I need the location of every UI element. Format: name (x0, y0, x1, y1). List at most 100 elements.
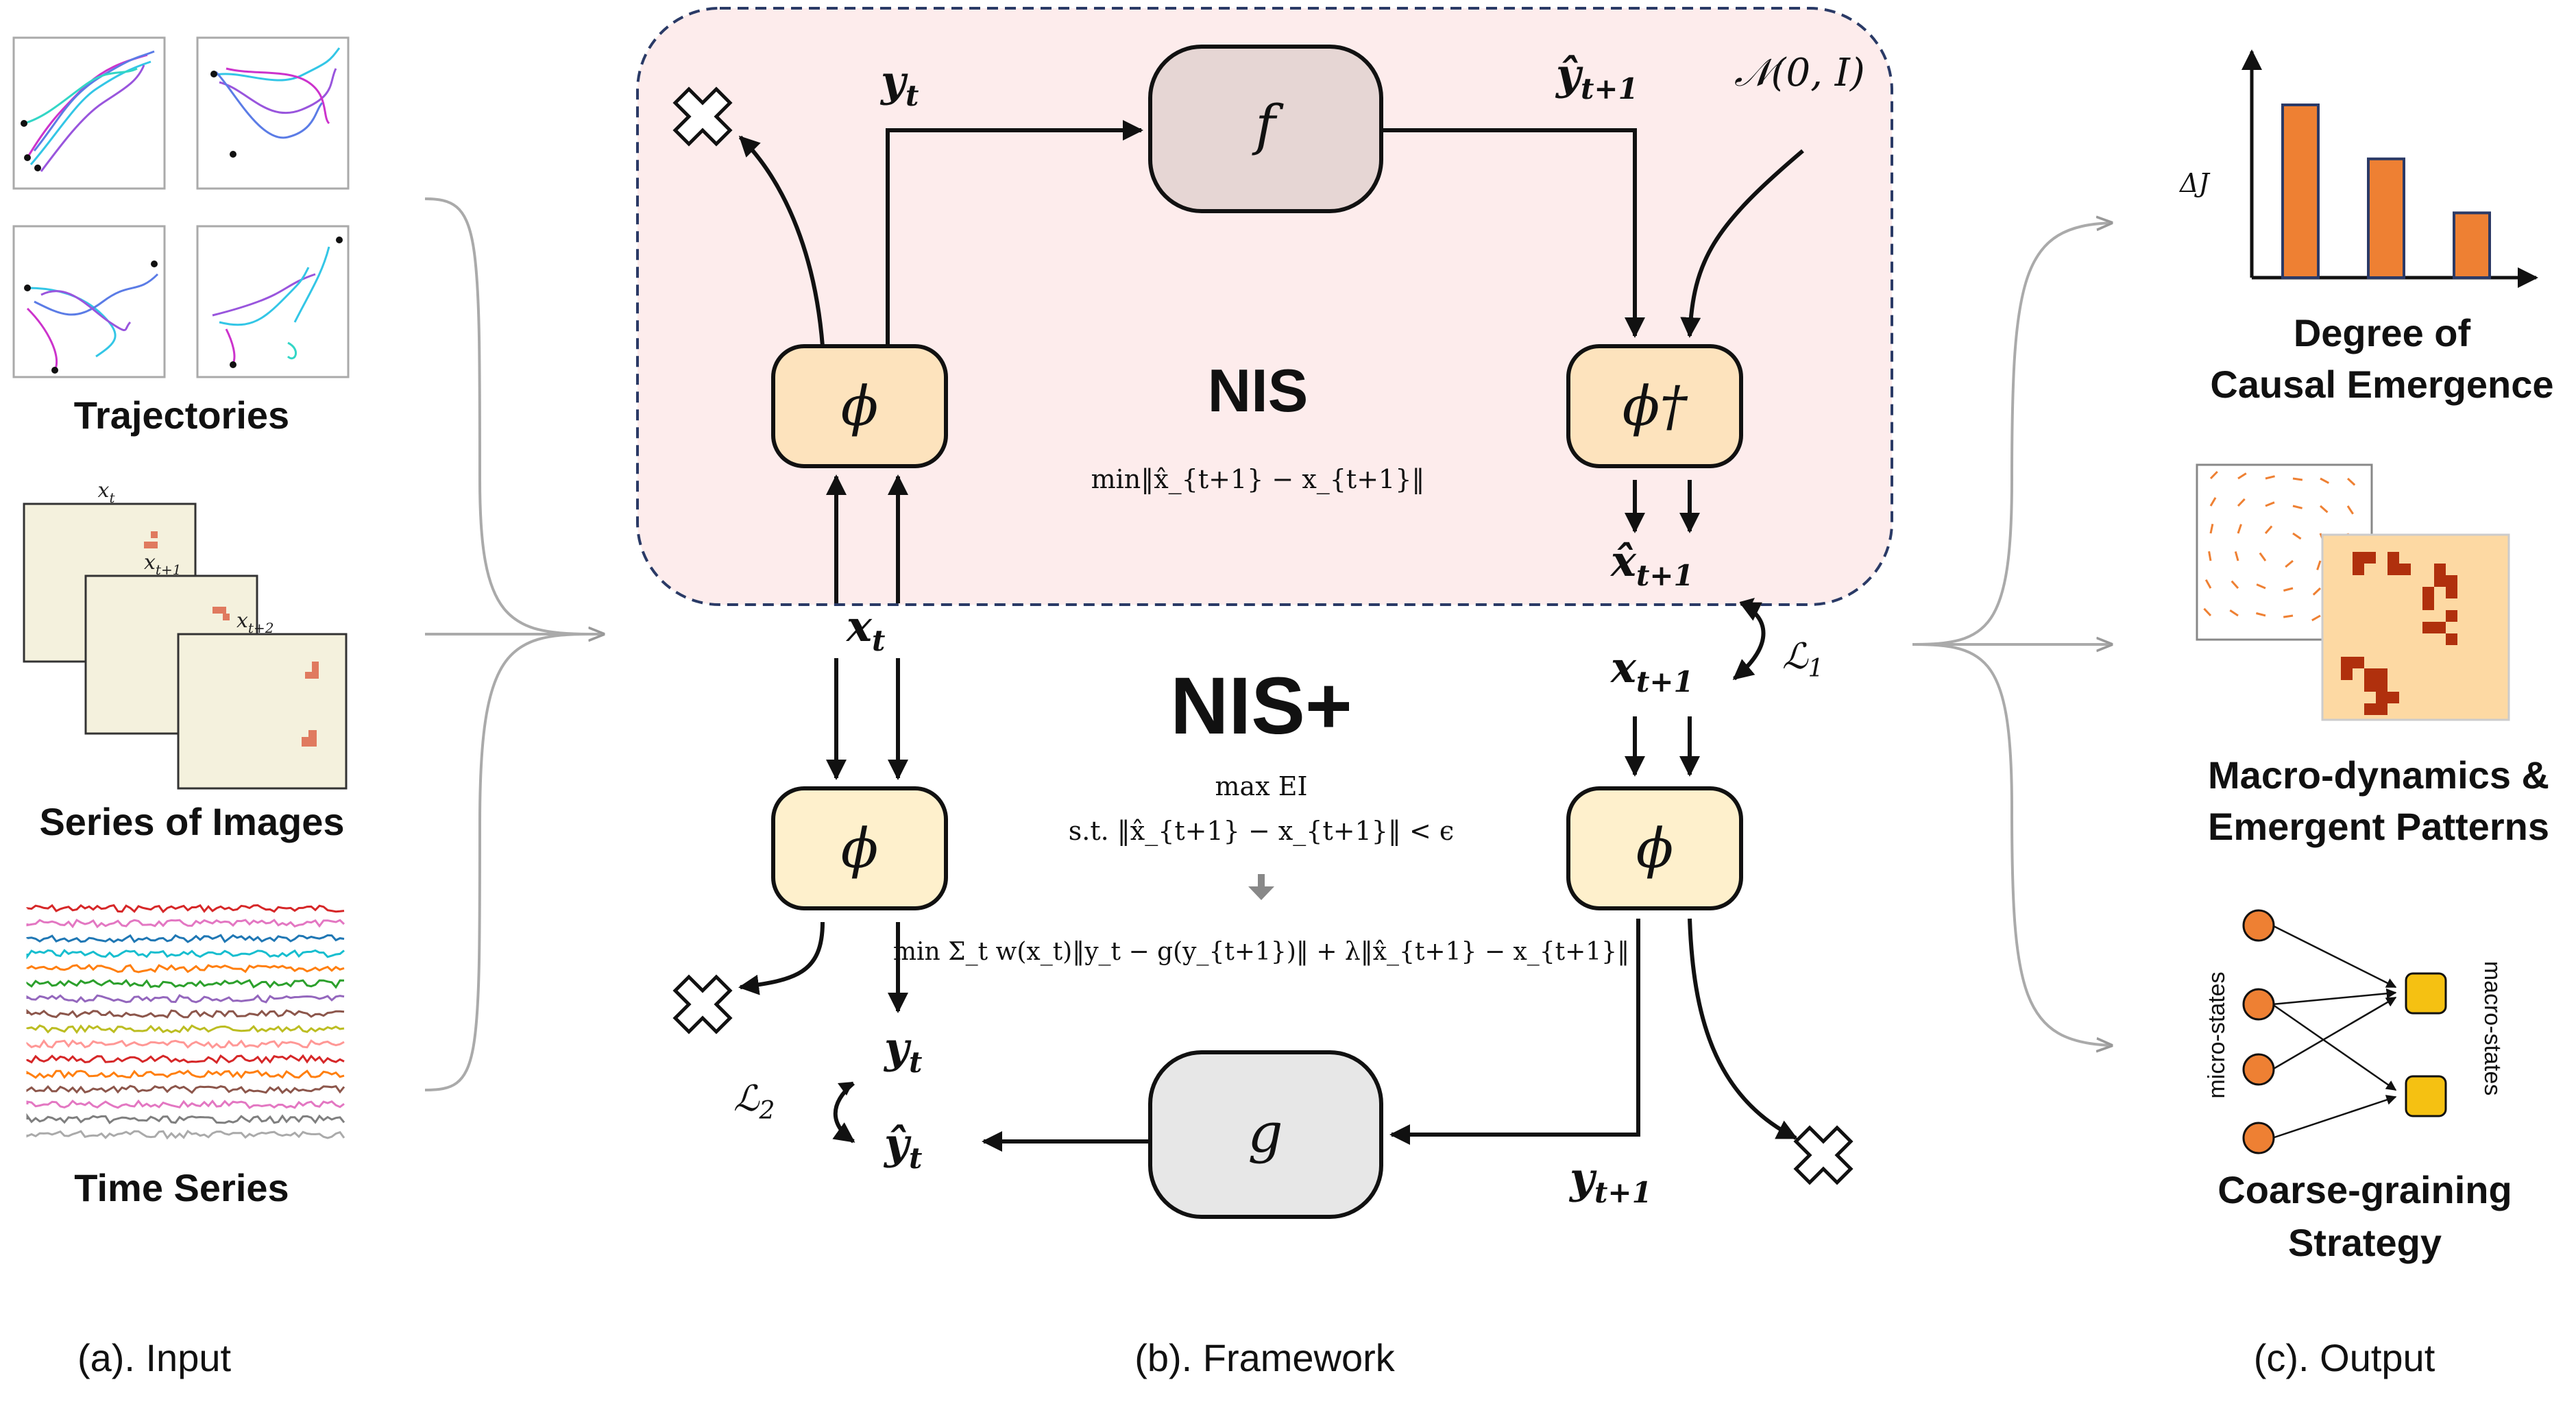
vector-arrow (2209, 497, 2217, 507)
nis-title: NIS (1208, 356, 1309, 424)
vector-arrow (2320, 505, 2329, 513)
time-series-line (26, 949, 345, 960)
coarse-label-2: Strategy (2288, 1221, 2442, 1264)
macro-states-label: macro-states (2479, 961, 2505, 1096)
pattern-cell (2353, 564, 2364, 575)
bar-2 (2453, 211, 2491, 279)
vector-arrow (2237, 498, 2246, 507)
pattern-cell (2422, 587, 2434, 598)
nis-objective: min‖x̂_{t+1} − x_{t+1}‖ (1091, 464, 1425, 495)
time-series-line (26, 1113, 345, 1124)
frame-label-t2: xt+2 (236, 609, 274, 636)
timeseries-label: Time Series (74, 1166, 289, 1209)
label-y-t-top: yt (879, 56, 919, 112)
pattern-cell (2387, 692, 2399, 703)
vector-arrow (2312, 587, 2322, 596)
time-series-line (26, 1069, 345, 1079)
discard-icon-bottom-right (1793, 1125, 1854, 1185)
phi-dagger-node (1566, 344, 1743, 468)
emergence-bar-chart (2241, 49, 2538, 288)
coarse-graining-graph (2272, 924, 2397, 1139)
time-series-line (26, 1085, 345, 1094)
framework-caption: (b). Framework (1134, 1336, 1396, 1379)
vector-arrow (2292, 532, 2302, 540)
input-caption: (a). Input (77, 1336, 232, 1379)
time-series-line (26, 934, 345, 943)
label-x-hat-t1: x̂t+1 (1609, 536, 1694, 592)
time-series-line (26, 994, 345, 1004)
phi-dagger-label: ϕ† (1623, 374, 1689, 438)
emergence-label-1: Degree of (2294, 311, 2471, 354)
vector-arrow (2237, 524, 2242, 534)
phi-encoder-label: ϕ (841, 374, 879, 438)
micro-state-node (2242, 988, 2275, 1021)
output-brace (1912, 223, 2111, 1045)
phi-lower-left-node (771, 786, 948, 910)
pattern-cell (2353, 657, 2364, 668)
vector-arrow (2203, 607, 2212, 617)
label-y-t-bottom: yt (883, 1023, 922, 1079)
vector-arrow (2346, 505, 2354, 515)
label-y-hat-t: ŷt (883, 1119, 922, 1175)
output-panel: ΔJ Degree of Causal Emergence Macro-dyna… (2178, 49, 2554, 1379)
vector-arrow (2320, 477, 2330, 484)
vector-arrow (2265, 475, 2275, 480)
pattern-cell (2341, 657, 2353, 668)
vector-arrow (2204, 579, 2212, 589)
image-series (23, 503, 348, 790)
vector-arrow (2316, 560, 2322, 570)
phi-lower-left-label: ϕ (841, 816, 879, 880)
pattern-cell (2446, 633, 2457, 645)
input-brace (424, 197, 603, 1091)
trajectory-plots (12, 36, 350, 378)
pattern-cell (2364, 668, 2376, 680)
pattern-cell (2364, 680, 2376, 692)
time-series-line (26, 1099, 345, 1109)
micro-state-node (2242, 909, 2275, 942)
nis-plus-title: NIS+ (1170, 661, 1352, 751)
g-node-label: g (1248, 1101, 1283, 1165)
vector-arrow (2283, 614, 2294, 618)
pattern-cell (2376, 668, 2387, 680)
nis-plus-objective-3: min Σ_t w(x_t)‖y_t − g(y_{t+1})‖ + λ‖x̂_… (893, 938, 1629, 966)
pattern-cell (2387, 564, 2399, 575)
pattern-cell (2364, 703, 2376, 715)
vector-arrow (2256, 583, 2266, 590)
vector-arrow (2311, 614, 2321, 622)
frame-label-t1: xt+1 (144, 550, 181, 578)
down-arrow-icon (1248, 874, 1274, 900)
pattern-cell (2376, 680, 2387, 692)
delta-j-label: ΔJ (2178, 168, 2210, 198)
vector-arrow (2285, 559, 2294, 568)
pattern-cell (2376, 703, 2387, 715)
pattern-cell (2446, 610, 2457, 622)
frame-label-t: xt (98, 479, 116, 506)
time-series-line (26, 963, 345, 973)
pattern-cell (2446, 575, 2457, 587)
phi-encoder-node (771, 344, 948, 468)
macro-state-node (2405, 1075, 2447, 1117)
vector-arrow (2209, 523, 2214, 534)
vector-arrow (2208, 550, 2212, 561)
bar-0 (2281, 104, 2320, 279)
micro-state-node (2242, 1122, 2275, 1154)
pattern-cell (2446, 587, 2457, 598)
time-series-line (26, 1039, 345, 1050)
label-noise: 𝒩(0, I) (1734, 51, 1865, 95)
coarse-label-1: Coarse-graining (2217, 1168, 2512, 1211)
label-y-hat-t1: ŷt+1 (1555, 49, 1638, 106)
vector-arrow (2259, 552, 2267, 561)
phi-lower-right-label: ϕ (1636, 816, 1674, 880)
vector-arrow (2229, 609, 2239, 617)
images-label: Series of Images (39, 800, 344, 843)
pattern-cell (2399, 564, 2411, 575)
macro-label-2: Emergent Patterns (2208, 805, 2549, 848)
pattern-cell (2376, 692, 2387, 703)
vector-arrow (2237, 472, 2247, 480)
discard-icon-top (672, 86, 733, 147)
nis-plus-objective-2: s.t. ‖x̂_{t+1} − x_{t+1}‖ < ϵ (1069, 816, 1454, 847)
label-loss2: ℒ2 (733, 1078, 775, 1125)
vector-arrow (2265, 501, 2275, 507)
pattern-cell (2387, 552, 2399, 564)
